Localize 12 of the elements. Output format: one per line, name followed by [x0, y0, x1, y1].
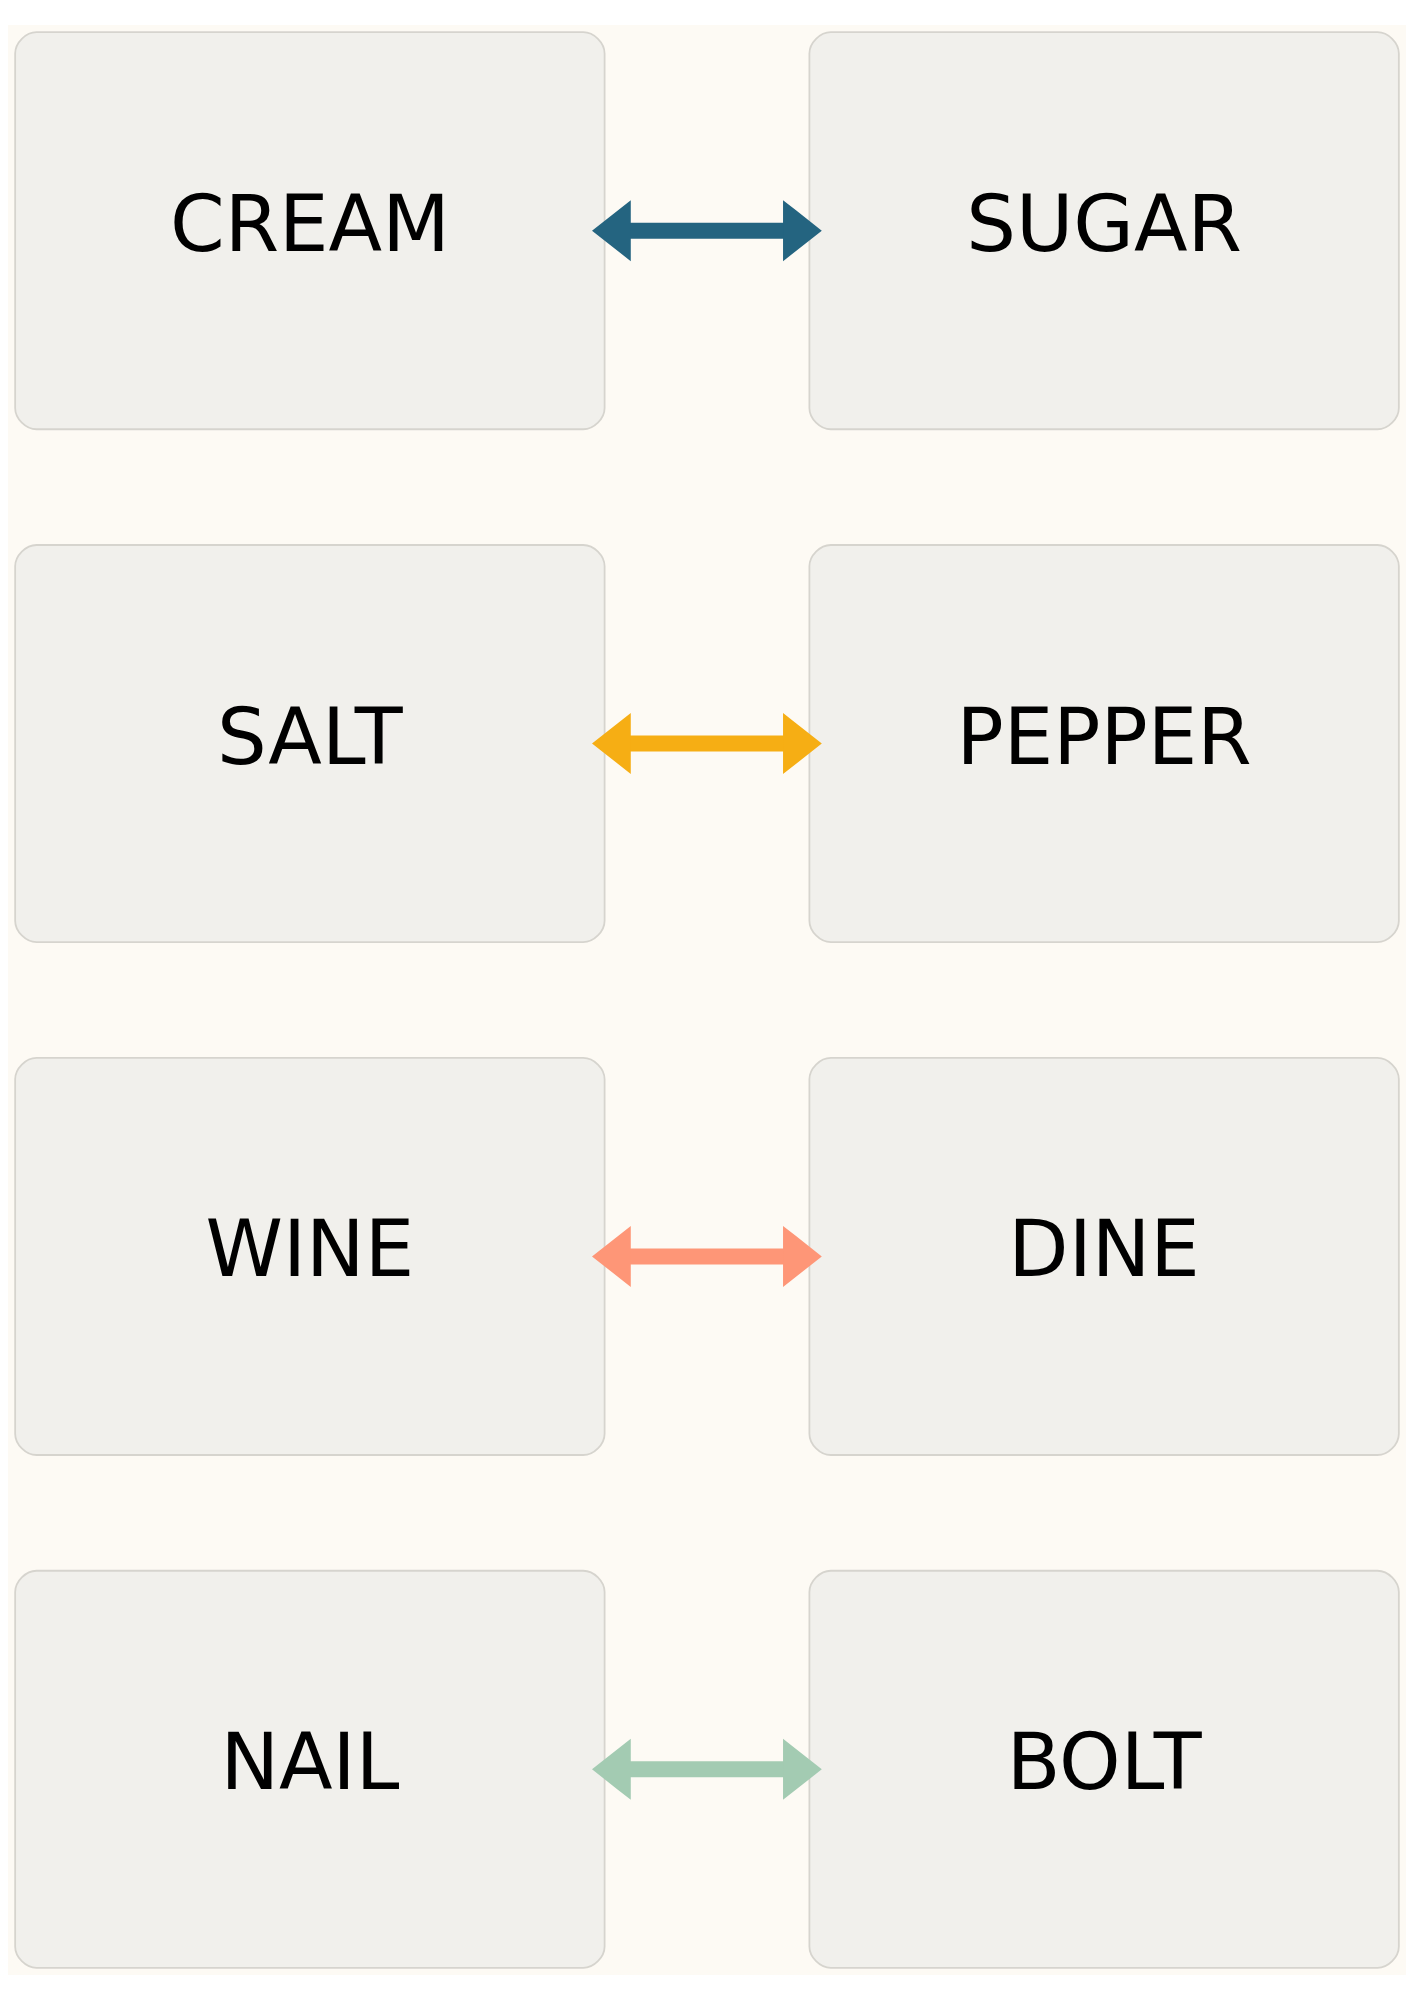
node-box: DINE: [808, 1057, 1400, 1456]
arrow: [592, 713, 822, 775]
node-box: SUGAR: [808, 31, 1400, 431]
arrow: [592, 1738, 822, 1800]
arrow: [592, 200, 822, 262]
node-box: BOLT: [808, 1569, 1400, 1969]
arrow: [592, 1225, 822, 1287]
node-box: PEPPER: [808, 544, 1400, 943]
node-box: SALT: [14, 544, 606, 943]
node-box: WINE: [14, 1057, 606, 1456]
node-box: NAIL: [14, 1569, 606, 1969]
node-box: CREAM: [14, 31, 606, 431]
